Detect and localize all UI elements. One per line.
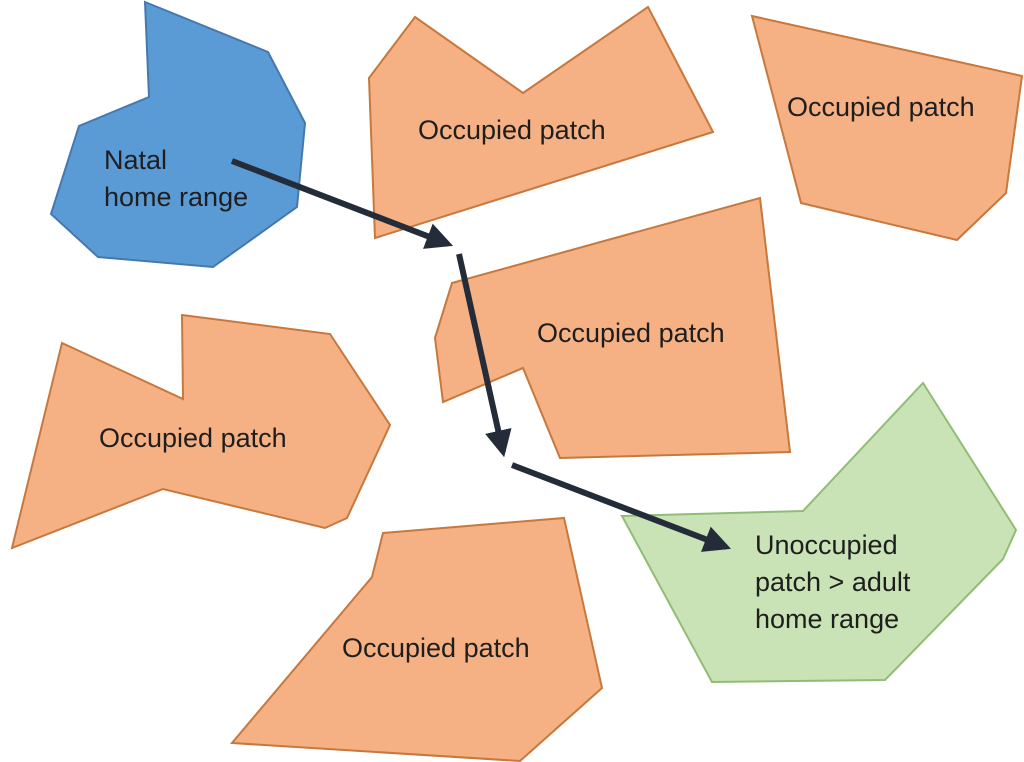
occupied-patch-label-top-middle: Occupied patch: [418, 115, 606, 145]
occupied-patch-label-bottom-middle: Occupied patch: [342, 633, 530, 663]
dispersal-arrow-3: [510, 462, 732, 552]
dispersal-arrow-1: [230, 158, 454, 249]
occupied-patch-label-middle: Occupied patch: [537, 318, 725, 348]
occupied-patch-label-top-right: Occupied patch: [787, 92, 975, 122]
natal-home-range-label: Natal home range: [104, 145, 249, 212]
occupied-patch-shape-bottom-middle: [229, 516, 604, 762]
unoccupied-patch-label: Unoccupied patch > adult home range: [755, 530, 911, 634]
dispersal-arrow-2: [456, 253, 512, 458]
occupied-patch-shape-top-middle: [367, 5, 715, 240]
natal-home-range-shape: [49, 0, 307, 269]
occupied-patch-shape-middle: [433, 196, 792, 460]
occupied-patch-shape-top-right: [750, 14, 1024, 242]
unoccupied-patch-shape: [620, 381, 1018, 684]
occupied-patch-shape-bottom-left: [10, 313, 392, 550]
occupied-patch-label-bottom-left: Occupied patch: [99, 423, 287, 453]
